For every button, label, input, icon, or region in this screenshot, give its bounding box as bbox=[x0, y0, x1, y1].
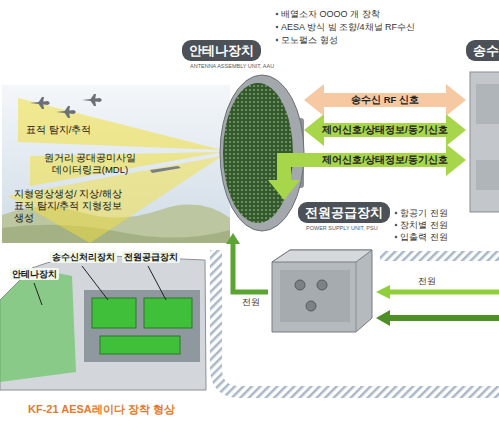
note-text: 지형영상생성/ 지상/해상 표적 탐지/추적 지형정보생성 bbox=[14, 188, 126, 224]
unit-node: 전원공급장치POWER SUPPLY UNIT, PSU bbox=[268, 200, 376, 334]
note-text: 원거리 공대공미사일 데이터링크(MDL) bbox=[38, 152, 142, 176]
unit-title: 안테나장치 bbox=[182, 40, 261, 61]
figure-caption: KF-21 AESA레이다 장착 형상 bbox=[28, 403, 175, 415]
signal-arrow bbox=[233, 243, 268, 292]
note-text: 표적 탐지/추적 bbox=[26, 124, 91, 136]
hatched-band bbox=[216, 250, 499, 392]
note-text: 입출력 전원 bbox=[400, 231, 448, 243]
note-text: 모노펄스 형성 bbox=[281, 34, 338, 46]
signal-label: 제어신호/상태정보/동기신호 bbox=[319, 124, 450, 136]
note-text: AESA 방식 빔 조향/4채널 RF수신 bbox=[281, 21, 415, 33]
unit-node: 송수 bbox=[466, 38, 499, 213]
note-text: 장치별 전원 bbox=[400, 219, 448, 231]
power-line bbox=[376, 285, 499, 326]
signal-label: 제어신호/상태정보/동기신호 bbox=[319, 154, 450, 166]
signal-label: 전원 bbox=[239, 296, 263, 308]
note-text: 배열소자 OOOO 개 장착 bbox=[281, 8, 380, 20]
unit-title: 송수 bbox=[466, 40, 499, 61]
unit-node: 안테나장치 ANTENNA ASSEMBLY UNIT, AAU bbox=[180, 38, 304, 233]
part-callout: 안테나장치 bbox=[10, 268, 59, 280]
signal-arrow bbox=[323, 93, 447, 107]
note-text: 전원 bbox=[418, 275, 436, 287]
transceiver-unit bbox=[470, 72, 499, 212]
kf21-nose-cutaway bbox=[0, 256, 206, 390]
signal-label: 송수신 RF 신호 bbox=[348, 94, 422, 106]
radar-mission-scene bbox=[2, 85, 230, 243]
power-supply-unit bbox=[272, 250, 372, 332]
part-callout: 송수신처리장치 bbox=[50, 251, 117, 263]
note-text: 항공기 전원 bbox=[400, 207, 448, 219]
part-callout: 전원공급장치 bbox=[122, 251, 180, 263]
unit-subtitle: ANTENNA ASSEMBLY UNIT, AAU bbox=[190, 63, 274, 70]
unit-title: 전원공급장치 bbox=[298, 202, 390, 223]
unit-subtitle: POWER SUPPLY UNIT, PSU bbox=[306, 225, 378, 232]
